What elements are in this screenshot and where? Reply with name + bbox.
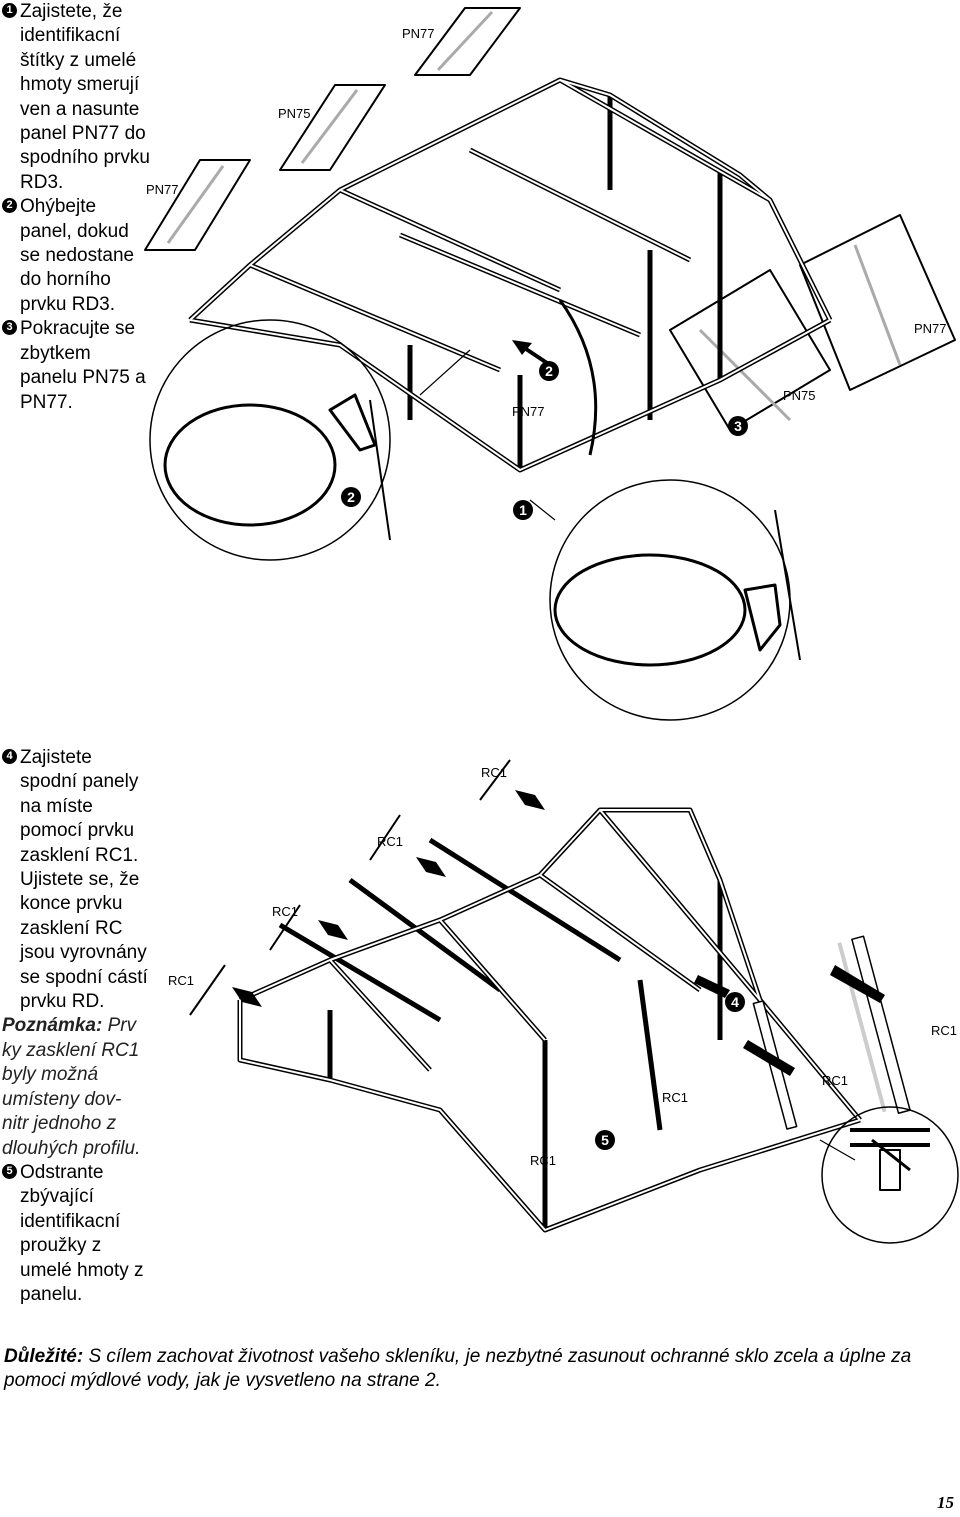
label-pn75-right: PN75 <box>783 388 816 403</box>
badge-2-top: 2 <box>539 361 559 381</box>
label-pn77-mid: PN77 <box>512 404 545 419</box>
svg-text:3: 3 <box>734 418 742 434</box>
label-rc1-h: RC1 <box>530 1153 556 1168</box>
panel-pn77-top <box>414 7 521 76</box>
step-number-1: 1 <box>2 3 17 18</box>
label-pn77-left: PN77 <box>146 182 179 197</box>
step-3-text: Pokracujte se zbytkem panelu PN75 a PN77… <box>20 318 146 413</box>
instructions-section-1: 1 Zajistete, že identifikacní štítky z u… <box>2 0 152 415</box>
step-2: 2 Ohýbejte panel, dokud se nedostane do … <box>2 195 152 317</box>
badge-4: 4 <box>725 992 745 1012</box>
detail-circle-left <box>149 319 391 561</box>
svg-text:4: 4 <box>731 994 739 1010</box>
step-3: 3 Pokracujte se zbytkem panelu PN75 a PN… <box>2 317 152 415</box>
step-5: 5 Odstrante zbývající identifikacní prou… <box>2 1161 152 1307</box>
note-text: Prv ky zasklení RC1 byly možná umísteny … <box>2 1015 141 1159</box>
label-rc1-e: RC1 <box>931 1023 957 1038</box>
figure-2-greenhouse-frame <box>189 759 959 1244</box>
page-number: 15 <box>937 1493 954 1512</box>
important-text: S cílem zachovat životnost vašeho sklení… <box>4 1346 912 1391</box>
panel-pn75-top <box>279 84 386 171</box>
badge-3: 3 <box>728 416 748 436</box>
step-5-text: Odstrante zbývající identifikacní proužk… <box>20 1161 144 1305</box>
badge-2-left: 2 <box>341 487 361 507</box>
badge-1: 1 <box>513 500 533 520</box>
important-label: Důležité: <box>4 1346 84 1367</box>
label-rc1-d: RC1 <box>168 973 194 988</box>
svg-text:5: 5 <box>601 1132 609 1148</box>
step-1: 1 Zajistete, že identifikacní štítky z u… <box>2 0 152 195</box>
important-note: Důležité: S cílem zachovat životnost vaš… <box>4 1345 960 1393</box>
step-4-text: Zajistete spodní panely na míste pomocí … <box>20 747 148 1013</box>
label-pn77-right: PN77 <box>914 321 947 336</box>
label-pn75-top: PN75 <box>278 106 311 121</box>
panel-pn75-right <box>669 269 831 431</box>
badge-5: 5 <box>595 1130 615 1150</box>
step-2-text: Ohýbejte panel, dokud se nedostane do ho… <box>20 196 135 315</box>
figure-1-greenhouse-frame <box>144 7 956 721</box>
label-rc1-g: RC1 <box>662 1090 688 1105</box>
panel-pn77-left <box>144 159 251 251</box>
note: Poznámka: Prv ky zasklení RC1 byly možná… <box>2 1014 152 1160</box>
label-rc1-b: RC1 <box>377 834 403 849</box>
note-label: Poznámka: <box>2 1015 103 1037</box>
step-number-3: 3 <box>2 320 17 336</box>
step-4: 4 Zajistete spodní panely na míste pomoc… <box>2 746 152 1014</box>
svg-text:2: 2 <box>545 363 553 379</box>
label-rc1-c: RC1 <box>272 904 298 919</box>
step-number-2: 2 <box>2 198 17 214</box>
label-rc1-f: RC1 <box>822 1073 848 1088</box>
svg-text:2: 2 <box>347 489 355 505</box>
svg-text:1: 1 <box>519 502 527 518</box>
figure-1-labels: PN77 PN75 PN77 PN77 PN75 PN77 2 3 2 1 <box>146 26 947 520</box>
label-rc1-a: RC1 <box>481 765 507 780</box>
step-number-4: 4 <box>2 749 17 764</box>
step-number-5: 5 <box>2 1163 17 1179</box>
detail-circle-bottom <box>821 1106 959 1244</box>
instructions-section-2: 4 Zajistete spodní panely na míste pomoc… <box>2 746 152 1307</box>
step-1-text: Zajistete, že identifikacní štítky z ume… <box>20 1 150 193</box>
label-pn77-top: PN77 <box>402 26 435 41</box>
figure-2-labels: RC1 RC1 RC1 RC1 RC1 RC1 RC1 RC1 4 5 <box>168 765 957 1168</box>
